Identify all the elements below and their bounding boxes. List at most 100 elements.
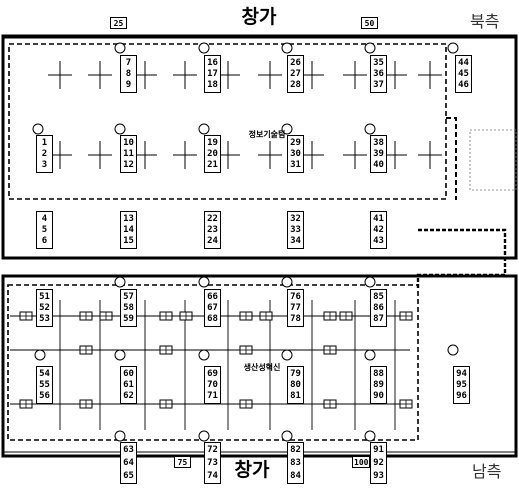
workstation-number: 70 [207,379,218,390]
reference-number: 50 [361,17,378,29]
workstation-number: 87 [373,314,384,325]
workstation-number: 86 [373,302,384,313]
workstation-number: 95 [456,379,467,390]
workstation-number: 90 [373,391,384,402]
workstation-number: 44 [458,57,469,68]
side-label-north: 북측 [470,12,500,32]
workstation-number: 52 [39,302,50,313]
workstation-number: 3 [41,160,48,171]
lower-zone-outline [1,274,518,458]
workstation-number: 21 [207,160,218,171]
department-label-lower: 생산성혁신 [243,363,281,372]
workstation-number: 38 [373,137,384,148]
workstation-number: 88 [373,368,384,379]
workstation-number: 15 [123,236,134,247]
workstation-number: 33 [290,224,301,235]
workstation-number: 63 [123,445,134,456]
workstation-number: 54 [39,368,50,379]
workstation-number: 27 [290,68,301,79]
department-label-upper: 정보기술팀 [248,130,286,139]
workstation-number: 35 [373,57,384,68]
workstation-number: 78 [290,314,301,325]
workstation-number: 12 [123,160,134,171]
reference-number: 75 [174,456,191,468]
workstation-number: 57 [123,291,134,302]
workstation-number: 17 [207,68,218,79]
workstation-number: 10 [123,137,134,148]
window-label-south: 창가 [230,459,274,481]
workstation-number: 65 [123,470,134,481]
workstation-number: 19 [207,137,218,148]
workstation-number: 13 [123,213,134,224]
workstation-number: 76 [290,291,301,302]
workstation-number: 40 [373,160,384,171]
workstation-number: 58 [123,302,134,313]
workstation-number: 71 [207,391,218,402]
workstation-number: 80 [290,379,301,390]
workstation-number: 61 [123,379,134,390]
workstation-number: 37 [373,80,384,91]
reference-number: 25 [110,17,127,29]
workstation-number: 14 [123,224,134,235]
workstation-number: 85 [373,291,384,302]
reference-number: 100 [352,456,371,468]
workstation-number: 53 [39,314,50,325]
workstation-number: 36 [373,68,384,79]
workstation-number: 46 [458,80,469,91]
workstation-number: 66 [207,291,218,302]
workstation-number: 83 [290,457,301,468]
workstation-number: 30 [290,148,301,159]
workstation-number: 92 [373,457,384,468]
workstation-number: 59 [123,314,134,325]
workstation-number: 56 [39,391,50,402]
workstation-number: 23 [207,224,218,235]
lower-dept-boundary [7,284,419,441]
workstation-number: 93 [373,470,384,481]
workstation-number: 20 [207,148,218,159]
workstation-number: 18 [207,80,218,91]
workstation-number: 2 [41,148,48,159]
upper-zone-outline [1,34,518,260]
workstation-number: 26 [290,57,301,68]
upper-dept-boundary [8,43,447,200]
workstation-number: 16 [207,57,218,68]
workstation-number: 42 [373,224,384,235]
workstation-number: 64 [123,457,134,468]
workstation-number: 11 [123,148,134,159]
workstation-number: 7 [125,57,132,68]
workstation-number: 41 [373,213,384,224]
workstation-number: 9 [125,80,132,91]
workstation-number: 29 [290,137,301,148]
workstation-number: 77 [290,302,301,313]
workstation-number: 73 [207,457,218,468]
window-label-north: 창가 [237,6,281,28]
workstation-number: 91 [373,445,384,456]
workstation-number: 79 [290,368,301,379]
workstation-number: 62 [123,391,134,402]
